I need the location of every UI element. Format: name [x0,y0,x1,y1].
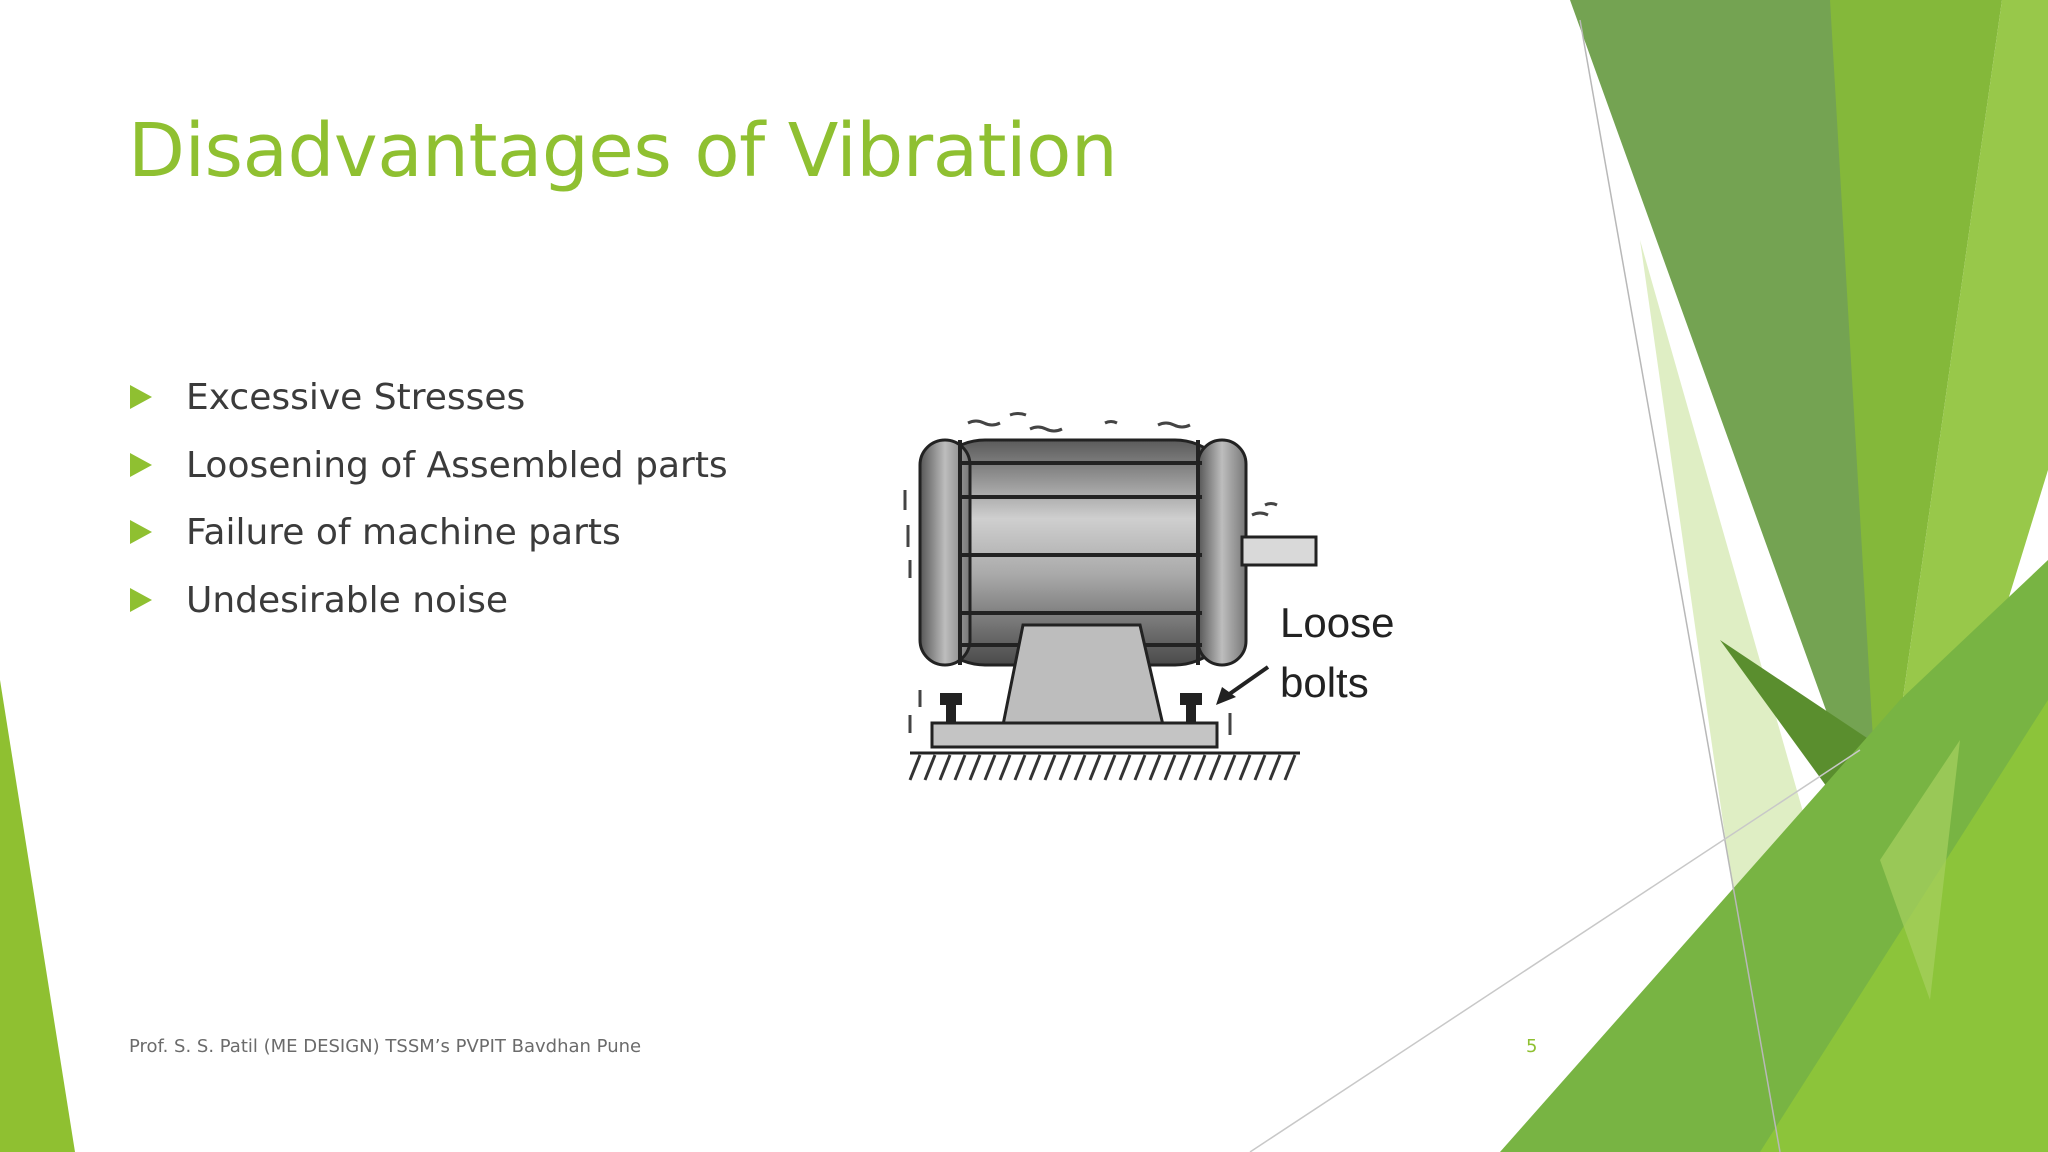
triangle-bullet-icon [130,377,186,418]
bullet-text: Excessive Stresses [186,377,526,419]
loose-bolt-left [940,693,962,723]
vibration-marks [903,412,1278,578]
right-dark-triangle [1570,0,1880,860]
motor-body-bands [958,440,1202,665]
triangle-bullet-icon [130,445,186,486]
bolt-pointer-arrow [1216,665,1270,705]
motor-end-cap-left [918,438,972,667]
right-mid-triangle [1830,0,2002,860]
right-bottom-light [1880,740,1960,1000]
footer-text: Prof. S. S. Patil (ME DESIGN) TSSM’s PVP… [129,1036,642,1057]
motor-illustration: Loose bolts [903,412,1394,781]
figure-label-line2: bolts [1280,659,1369,706]
right-bright-wedge [1880,0,2048,870]
figure-label-line1: Loose [1280,599,1394,646]
bullet-item: Failure of machine parts [130,499,728,567]
slide-title: Disadvantages of Vibration [128,108,1118,194]
decor-line-1 [1579,19,1781,1152]
motor-mount [1001,623,1165,727]
bolt-vibration-marks [908,690,1232,735]
bullet-text: Loosening of Assembled parts [186,444,728,486]
page-number: 5 [1526,1036,1538,1057]
bullet-item: Excessive Stresses [130,364,728,432]
bullet-item: Loosening of Assembled parts [130,432,728,500]
loose-bolt-right [1180,693,1202,723]
bullet-list: Excessive Stresses Loosening of Assemble… [130,364,728,634]
ground-hatching [908,754,1297,781]
triangle-bullet-icon [130,580,186,621]
bullet-text: Failure of machine parts [186,512,621,554]
motor-end-cap-right [1196,438,1248,667]
triangle-bullet-icon [130,512,186,553]
left-accent-triangle [0,680,75,1152]
bullet-item: Undesirable noise [130,567,728,635]
base-plate [930,721,1219,749]
decor-line-2 [1249,749,1861,1152]
bullet-text: Undesirable noise [186,579,508,621]
motor-shaft [1240,535,1318,567]
